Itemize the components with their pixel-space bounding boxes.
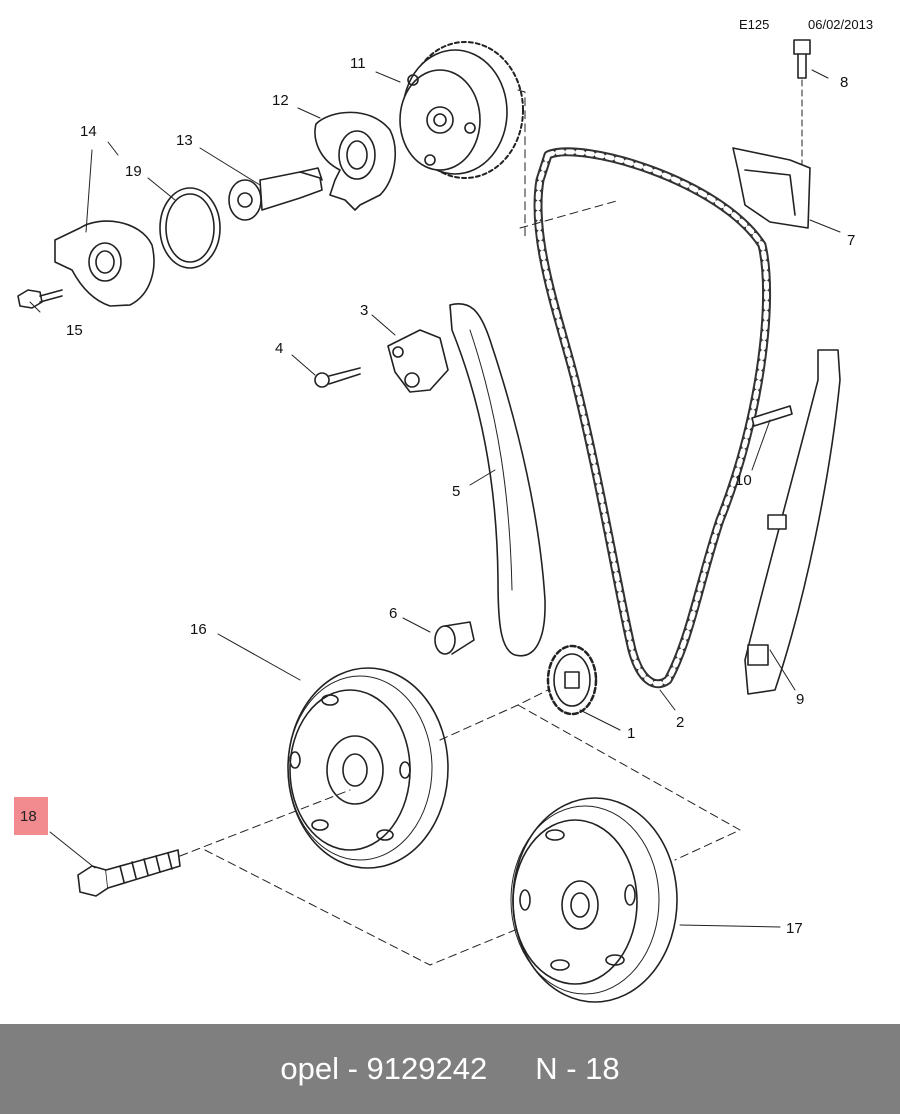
crankshaft-pulley-rear	[510, 797, 678, 1003]
crankshaft-pulley-front	[287, 667, 449, 869]
actuator-housing	[54, 220, 155, 307]
callout-4: 4	[275, 340, 284, 357]
callout-3: 3	[360, 302, 369, 319]
camshaft-adjuster-sprocket	[399, 41, 524, 179]
callout-17: 17	[786, 920, 803, 937]
crankshaft-sprocket	[546, 644, 598, 716]
pin	[751, 405, 793, 427]
part-footer-bar: opel - 9129242 N - 18	[0, 1024, 900, 1114]
callout-12: 12	[272, 92, 289, 109]
timing-chain	[533, 147, 772, 689]
chain-guide-block	[732, 147, 811, 229]
callout-1: 1	[627, 725, 636, 742]
alignment-lines	[179, 89, 741, 966]
timing-chain-exploded-diagram	[17, 39, 841, 1003]
drawing-code: E125	[739, 17, 770, 32]
bushing	[434, 621, 475, 655]
drawing-date: 06/02/2013	[808, 17, 874, 32]
callout-10: 10	[735, 472, 752, 489]
callout-9: 9	[796, 691, 805, 708]
callout-8: 8	[840, 74, 849, 91]
callout-14: 14	[80, 123, 97, 140]
callout-6: 6	[389, 605, 398, 622]
callout-16: 16	[190, 621, 207, 638]
small-bolt	[17, 289, 63, 309]
pulley-bolt	[77, 849, 181, 897]
highlighted-callout-18: 18	[14, 797, 48, 835]
callout-18: 18	[20, 808, 37, 825]
chain-guide-rail	[449, 303, 546, 657]
callout-11: 11	[350, 55, 366, 72]
cover-plate	[314, 111, 396, 211]
callout-2: 2	[676, 714, 685, 731]
bracket-bolt	[314, 367, 361, 388]
callout-15: 15	[66, 322, 83, 339]
tensioner-bracket	[387, 329, 449, 393]
callout-5: 5	[452, 483, 461, 500]
callout-13: 13	[176, 132, 193, 149]
part-reference: opel - 9129242	[280, 1051, 488, 1086]
position-reference: N - 18	[535, 1051, 620, 1086]
seal-ring	[159, 187, 221, 269]
callout-7: 7	[847, 232, 856, 249]
bolt-top	[793, 39, 811, 201]
control-valve	[228, 167, 323, 221]
tensioner-rail	[744, 349, 841, 695]
leader-lines	[29, 69, 841, 928]
callout-19: 19	[125, 163, 142, 180]
